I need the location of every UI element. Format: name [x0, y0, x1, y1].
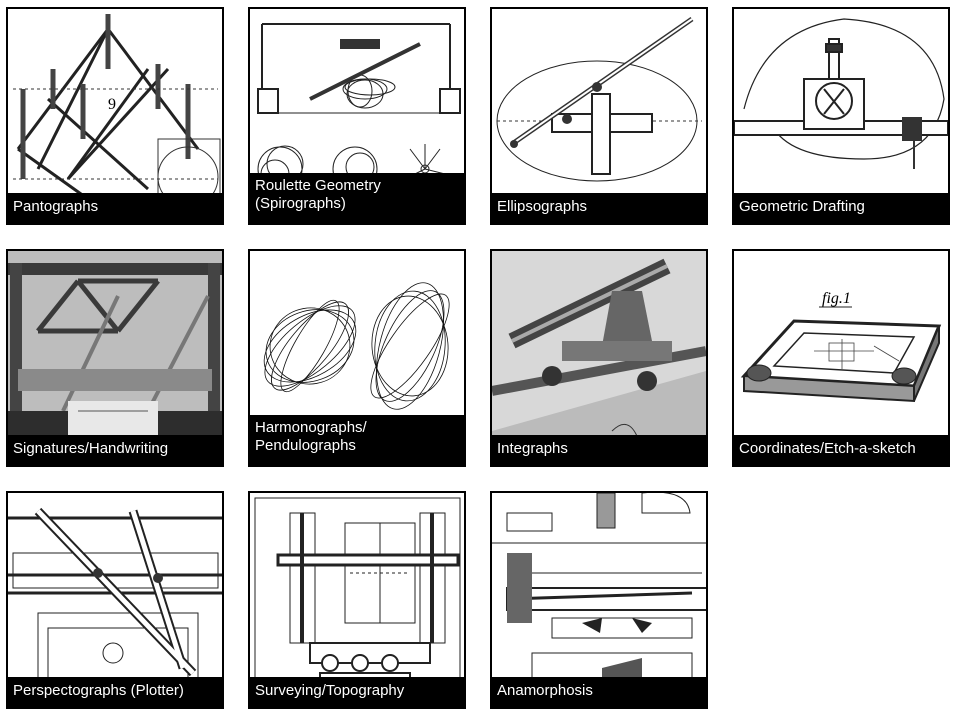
tile-caption: Integraphs — [492, 435, 706, 465]
spirograph-drawing-icon — [257, 23, 461, 192]
tile-pantographs[interactable]: 9 Pantographs — [6, 7, 224, 225]
ellipsograph-drawing-icon — [496, 16, 702, 182]
tile-coordinates-etch-a-sketch[interactable]: fig.1 Coordinates/Etch-a-sketch — [732, 249, 950, 467]
tile-caption: Geometric Drafting — [734, 193, 948, 223]
tile-caption: Roulette Geometry (Spirographs) — [250, 173, 464, 223]
caption-line: (Spirographs) — [255, 195, 346, 212]
caption-line: Roulette Geometry — [255, 177, 381, 194]
tile-caption: Ellipsographs — [492, 193, 706, 223]
tile-caption: Harmonographs/ Pendulographs — [250, 415, 464, 465]
anamorphosis-drawing-icon — [492, 493, 706, 707]
harmonograph-drawing-icon — [263, 282, 450, 410]
tile-caption: Perspectographs (Plotter) — [8, 677, 222, 707]
fig-label: fig.1 — [822, 290, 851, 307]
tile-harmonographs-pendulographs[interactable]: Harmonographs/ Pendulographs — [248, 249, 466, 467]
tile-signatures-handwriting[interactable]: Signatures/Handwriting — [6, 249, 224, 467]
tile-perspectographs[interactable]: Perspectographs (Plotter) — [6, 491, 224, 709]
handwriting-machine-photo-icon — [8, 251, 222, 465]
tile-roulette-geometry[interactable]: Roulette Geometry (Spirographs) — [248, 7, 466, 225]
tile-surveying-topography[interactable]: Surveying/Topography — [248, 491, 466, 709]
svg-text:9: 9 — [108, 96, 116, 113]
tile-caption: Pantographs — [8, 193, 222, 223]
caption-line: Pendulographs — [255, 437, 356, 454]
perspectograph-drawing-icon — [8, 507, 222, 704]
integraph-drawing-icon — [492, 251, 706, 465]
tile-geometric-drafting[interactable]: Geometric Drafting — [732, 7, 950, 225]
tile-ellipsographs[interactable]: Ellipsographs — [490, 7, 708, 225]
geometric-drafting-drawing-icon — [734, 18, 948, 169]
tile-caption: Signatures/Handwriting — [8, 435, 222, 465]
tile-anamorphosis[interactable]: Anamorphosis — [490, 491, 708, 709]
caption-line: Harmonographs/ — [255, 419, 367, 436]
surveying-drawing-icon — [254, 497, 461, 704]
tile-caption: Surveying/Topography — [250, 677, 464, 707]
tile-integraphs[interactable]: Integraphs — [490, 249, 708, 467]
etch-a-sketch-drawing-icon: fig.1 — [740, 290, 942, 403]
tile-caption: Coordinates/Etch-a-sketch — [734, 435, 948, 465]
tile-caption: Anamorphosis — [492, 677, 706, 707]
pantograph-drawing-icon: 9 — [13, 14, 221, 208]
